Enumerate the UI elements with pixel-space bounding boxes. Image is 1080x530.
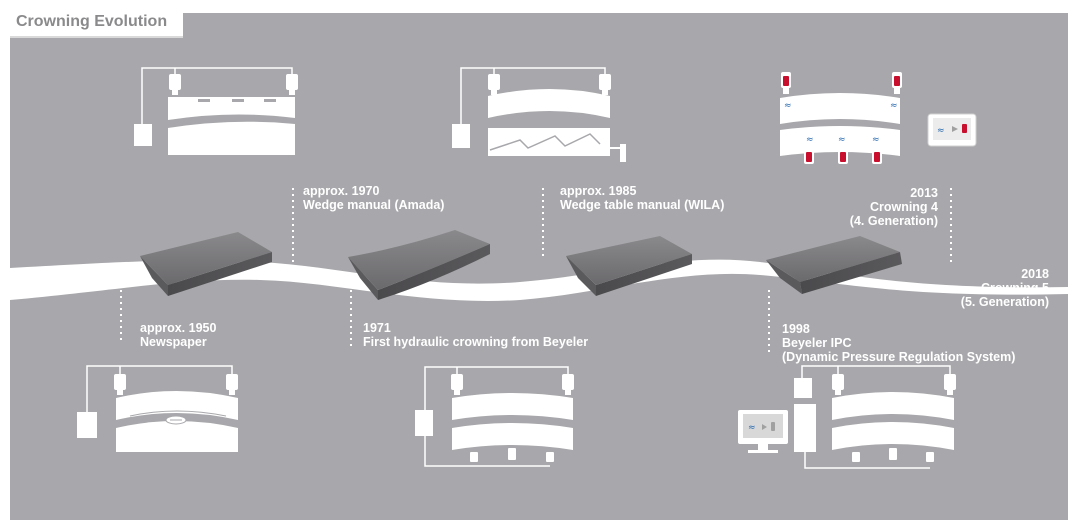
- milestone-name: Wedge manual (Amada): [303, 198, 445, 212]
- milestone-year: approx. 1970: [303, 184, 380, 198]
- milestone-year: 2013: [910, 186, 938, 200]
- cylinder-row: [804, 150, 882, 164]
- milestone-detail: (5. Generation): [960, 295, 1049, 309]
- milestone-1985: approx. 1985 Wedge table manual (WILA): [560, 184, 724, 212]
- milestone-name: Beyeler IPC: [782, 336, 852, 350]
- die-2013: [766, 236, 902, 294]
- title-tab: Crowning Evolution: [10, 10, 183, 38]
- milestone-year: 1971: [363, 321, 391, 335]
- die-1971: [348, 230, 490, 300]
- milestone-year: approx. 1985: [560, 184, 637, 198]
- machine-1971: [415, 366, 574, 467]
- machine-1950: [77, 365, 238, 452]
- connector-lines: [120, 188, 952, 352]
- die-1985: [566, 236, 692, 296]
- milestone-1971: 1971 First hydraulic crowning from Beyel…: [363, 321, 588, 349]
- svg-text:≈: ≈: [748, 423, 756, 433]
- milestone-year: 1998: [782, 322, 810, 336]
- svg-text:≈: ≈: [838, 135, 846, 145]
- svg-text:≈: ≈: [937, 126, 945, 136]
- svg-text:≈: ≈: [872, 135, 880, 145]
- svg-text:≈: ≈: [806, 135, 814, 145]
- milestone-name: Wedge table manual (WILA): [560, 198, 725, 212]
- machine-2013: ≈ ≈ ≈ ≈ ≈ ≈: [780, 72, 977, 164]
- milestone-name: Newspaper: [140, 335, 207, 349]
- milestone-name: Crowning 5: [980, 281, 1049, 295]
- machine-1985: [452, 67, 626, 162]
- milestone-year: 2018: [1021, 267, 1049, 281]
- machine-1970: [134, 67, 298, 155]
- die-1950: [140, 232, 272, 296]
- milestone-name: Crowning 4: [869, 200, 938, 214]
- milestone-2013: 2013 Crowning 4 (4. Generation): [820, 186, 938, 228]
- milestone-1950: approx. 1950 Newspaper: [140, 321, 216, 349]
- milestone-2018: 2018 Crowning 5 (5. Generation): [930, 267, 1049, 309]
- machine-1998: ≈: [738, 365, 956, 469]
- milestone-year: approx. 1950: [140, 321, 217, 335]
- milestone-detail: (4. Generation): [849, 214, 938, 228]
- milestone-detail: (Dynamic Pressure Regulation System): [782, 350, 1016, 364]
- page-title: Crowning Evolution: [16, 13, 168, 30]
- svg-text:≈: ≈: [784, 101, 792, 111]
- milestone-1998: 1998 Beyeler IPC (Dynamic Pressure Regul…: [782, 322, 1015, 364]
- milestone-name: First hydraulic crowning from Beyeler: [363, 335, 589, 349]
- svg-text:≈: ≈: [890, 101, 898, 111]
- milestone-1970: approx. 1970 Wedge manual (Amada): [303, 184, 444, 212]
